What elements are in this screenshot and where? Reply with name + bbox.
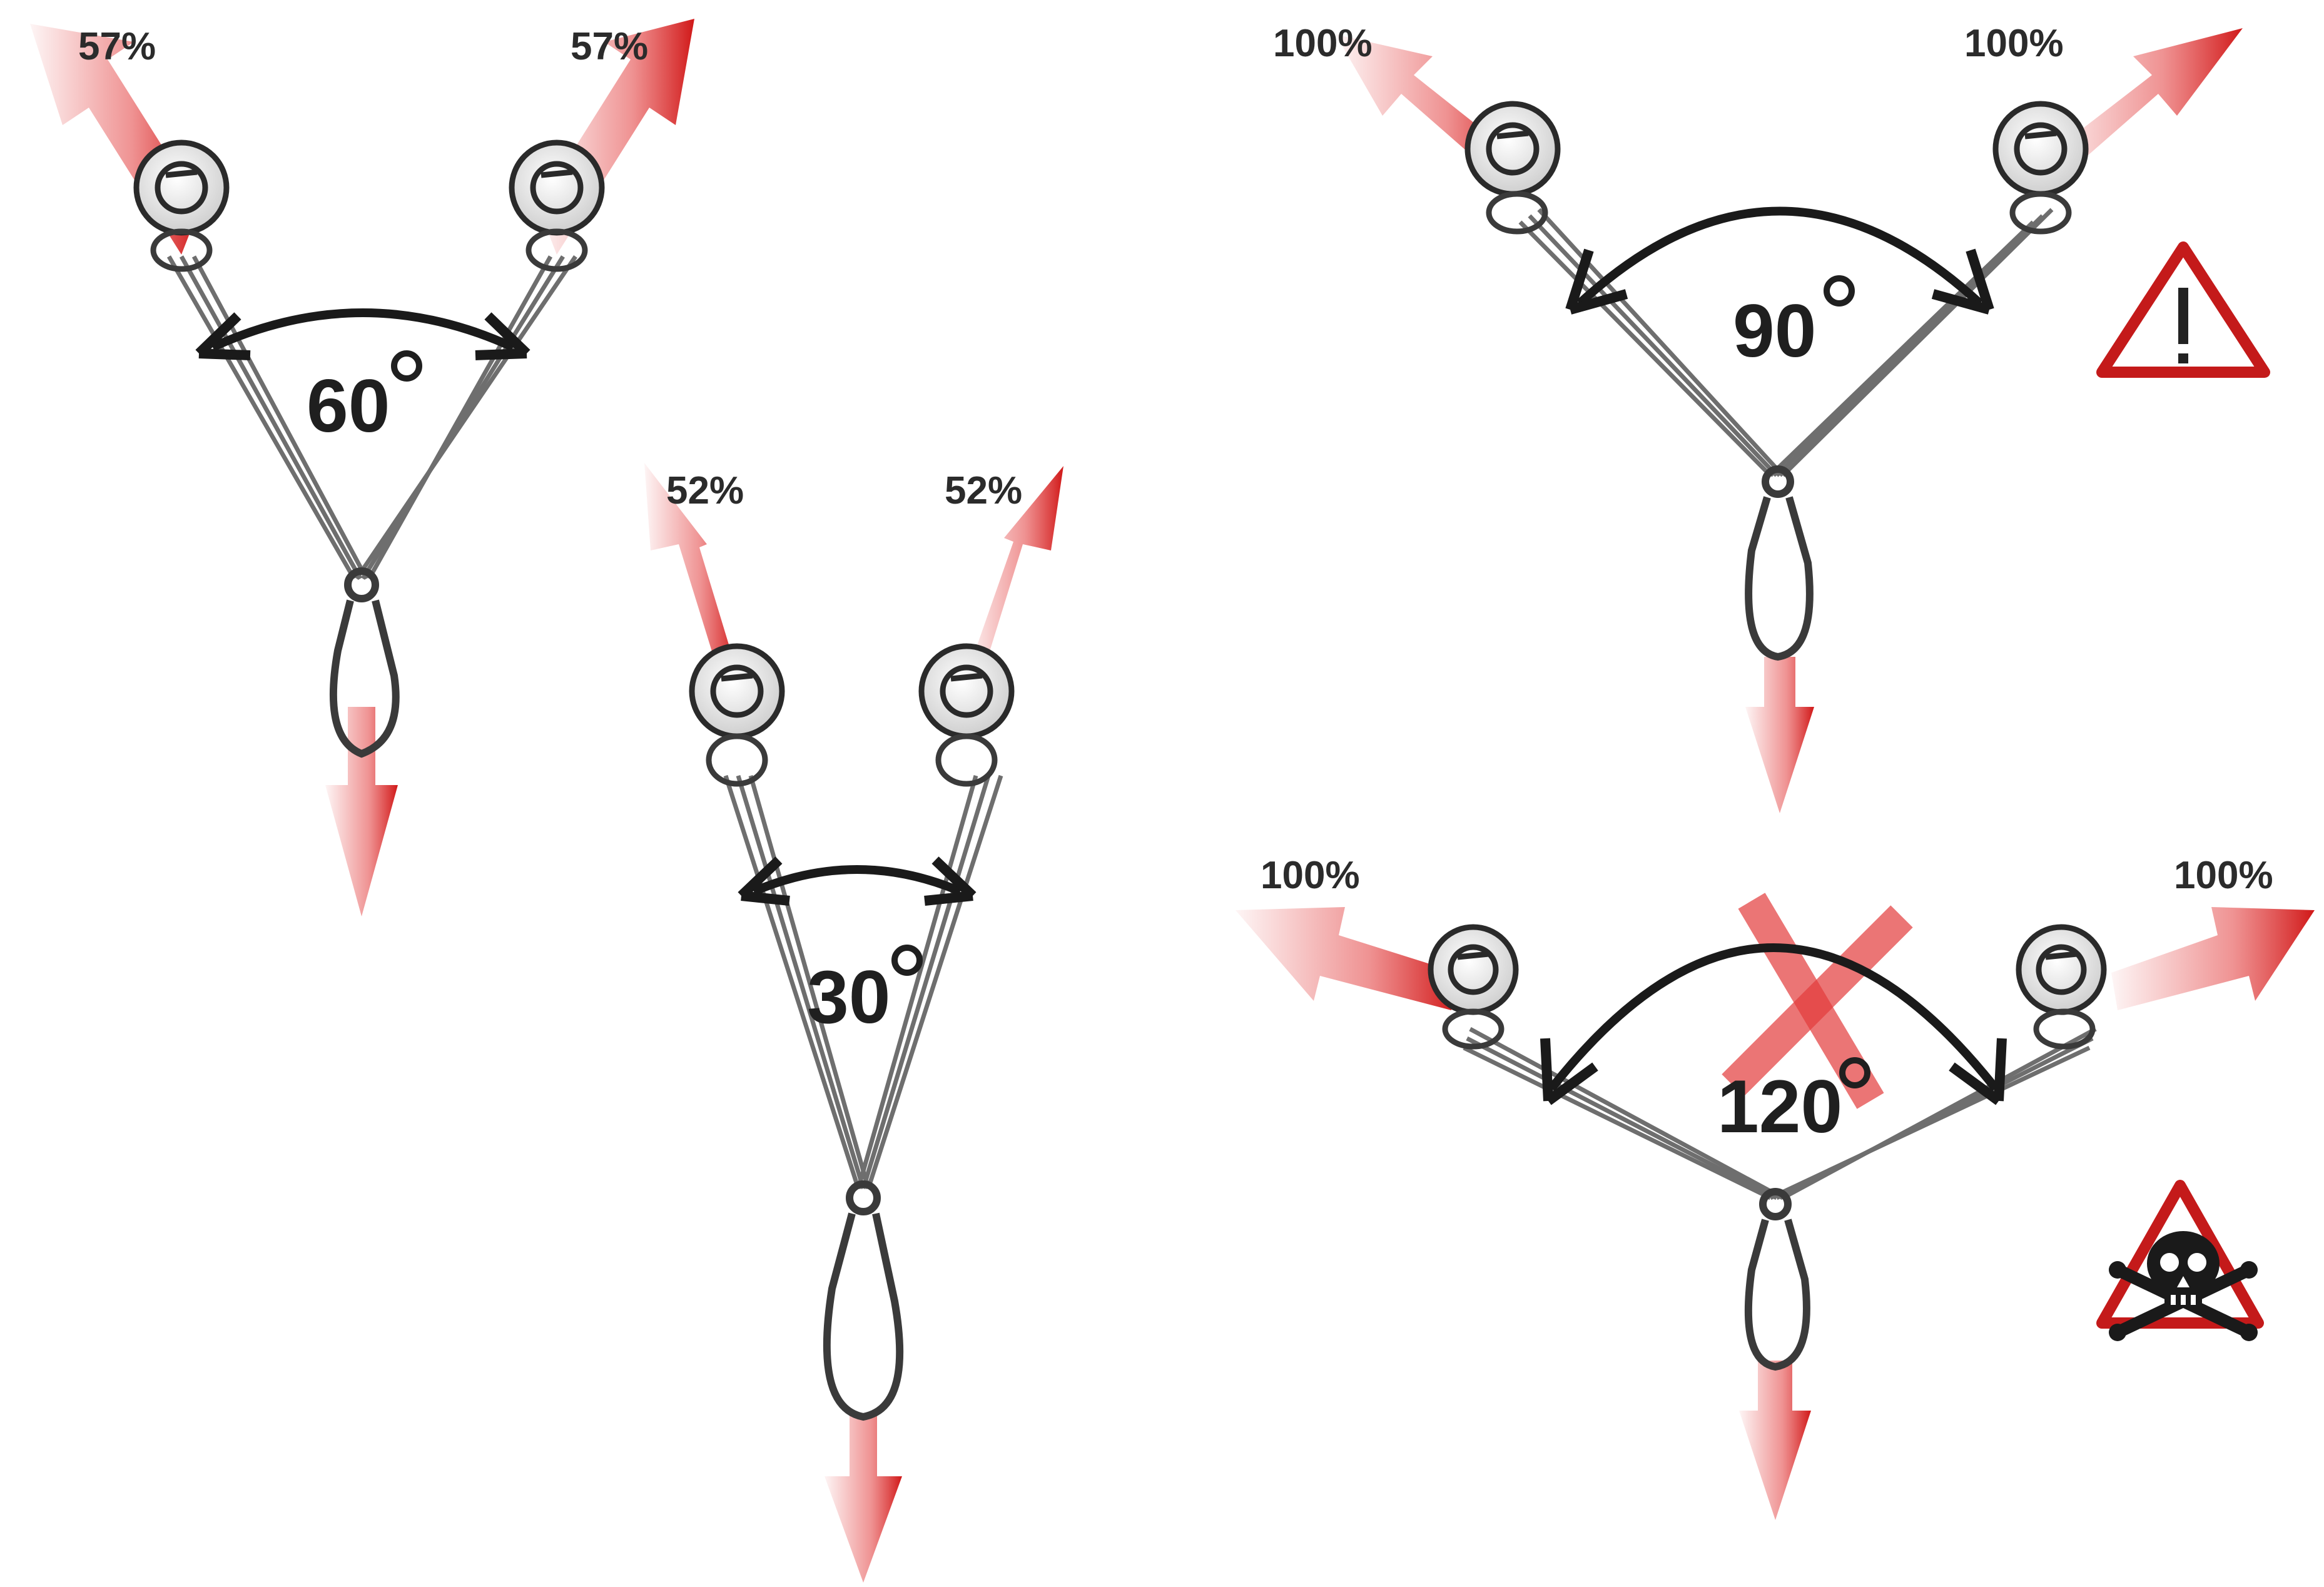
angle-arrow-30 (752, 865, 962, 896)
force-arrow-right-90 (2042, 28, 2243, 181)
anchor-bolt-icon (1428, 924, 1519, 1050)
degree-symbol (1824, 275, 1855, 307)
angle-arrow-120 (1548, 943, 1999, 1092)
load-label-right-30: 52% (945, 469, 1022, 512)
diagram-60-degrees: 60 57% 57% (30, 19, 694, 916)
force-arrow-right-120 (2111, 907, 2315, 1010)
skull-crossbones-icon (2096, 1180, 2264, 1341)
warning-triangle-icon (2096, 241, 2270, 378)
angle-label-90: 90 (1733, 289, 1816, 373)
anchor-bolt-icon (133, 139, 230, 272)
sling-60 (166, 255, 577, 580)
force-arrow-down-30 (825, 1414, 902, 1583)
load-label-left-90: 100% (1273, 22, 1373, 65)
degree-symbol (891, 945, 923, 976)
degree-symbol (1839, 1057, 1870, 1088)
anchor-bolt-icon (509, 139, 605, 272)
sling-30 (723, 774, 1003, 1190)
angle-arrowhead-right-90 (1931, 248, 1994, 315)
angle-arrowhead-right-60 (475, 312, 530, 360)
load-label-left-60: 57% (78, 25, 156, 68)
red-x-cross-icon (1722, 893, 1913, 1109)
load-label-right-90: 100% (1964, 22, 2064, 65)
load-label-right-60: 57% (571, 25, 648, 68)
angle-arrow-90 (1576, 206, 1983, 307)
angle-arrowhead-right-120 (1949, 1038, 2007, 1105)
angle-label-30: 30 (807, 955, 890, 1039)
diagram-90-degrees: 90 100% 100% (1273, 22, 2270, 813)
diagram-120-degrees: 120 100% 100% (1236, 854, 2315, 1520)
anchor-bolt-icon (689, 643, 785, 787)
angle-label-120: 120 (1717, 1065, 1842, 1148)
force-arrow-left-120 (1236, 907, 1458, 1010)
sling-120 (1463, 1027, 2097, 1200)
carabiner-icon (329, 567, 400, 758)
angle-arrowhead-right-30 (924, 856, 977, 906)
carabiner-icon (1745, 465, 1814, 661)
force-arrow-down-120 (1739, 1361, 1811, 1520)
carabiner-icon (823, 1180, 904, 1421)
force-arrow-left-30 (644, 463, 738, 676)
anchor-bolt-icon (1464, 101, 1561, 235)
sling-90 (1518, 208, 2054, 477)
carabiner-icon (1744, 1188, 1810, 1371)
angle-arrowhead-left-120 (1540, 1038, 1598, 1105)
force-arrow-down-60 (325, 707, 398, 916)
diagram-30-degrees: 30 52% 52% (644, 463, 1063, 1583)
load-label-left-30: 52% (666, 469, 744, 512)
angle-arrowhead-left-60 (195, 312, 251, 360)
degree-symbol (391, 350, 422, 382)
angle-arrowhead-left-90 (1565, 248, 1628, 315)
anchor-bolt-icon (2016, 924, 2107, 1050)
load-label-left-120: 100% (1261, 854, 1360, 897)
anchor-bolt-icon (1992, 101, 2089, 235)
anchor-bolt-icon (918, 643, 1015, 787)
force-arrow-down-90 (1745, 657, 1814, 813)
angle-label-60: 60 (307, 364, 390, 448)
force-arrow-right-30 (967, 466, 1063, 676)
load-label-right-120: 100% (2174, 854, 2273, 897)
angle-arrow-60 (211, 308, 515, 352)
angle-arrowhead-left-30 (738, 856, 790, 906)
